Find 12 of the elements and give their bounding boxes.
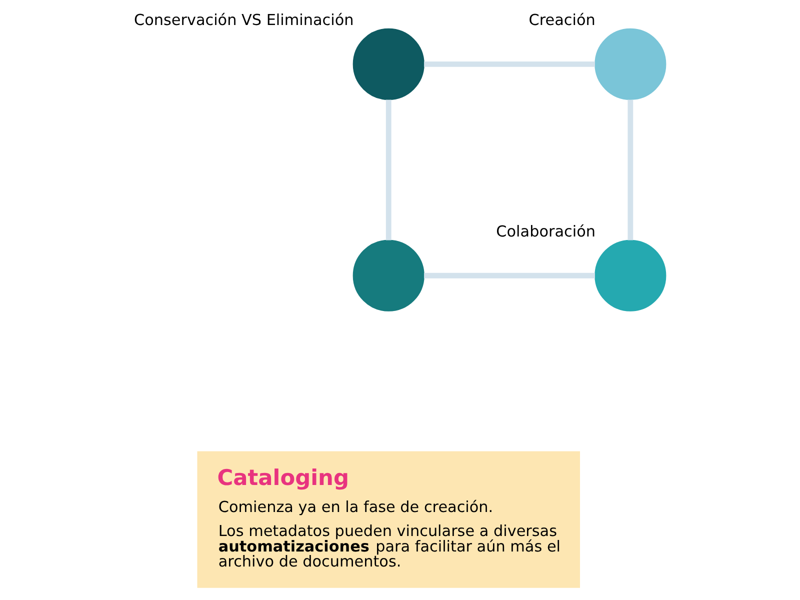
node-box: Cataloging Comienza ya en la fase de creación. Los metadatos pueden vincularse a diversas automatizaciones para facilitar aún más el archivo de documentos. [197, 451, 580, 588]
connector [628, 100, 634, 240]
node-circle [352, 240, 424, 312]
node-label: Creación [528, 10, 596, 29]
node-label: Conservación VS Eliminación [134, 10, 354, 29]
node-circle [352, 28, 424, 100]
node-circle [594, 240, 666, 312]
node-circle [594, 28, 666, 100]
connector [424, 272, 595, 278]
node-label: Colaboración [496, 222, 596, 240]
connector [424, 61, 595, 67]
connector [386, 100, 392, 240]
